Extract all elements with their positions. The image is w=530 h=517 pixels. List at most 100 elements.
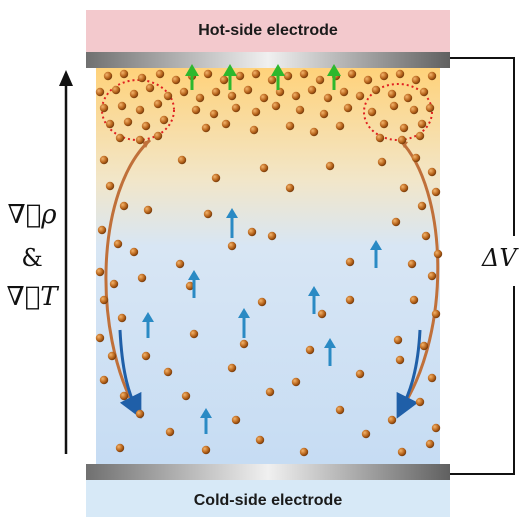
green-arrow-layer	[185, 64, 341, 90]
particle	[415, 397, 425, 407]
particle	[391, 217, 401, 227]
particle	[191, 105, 201, 115]
particle	[251, 107, 261, 117]
particle	[395, 69, 405, 79]
particle	[387, 415, 397, 425]
particle	[315, 75, 325, 85]
particle	[335, 405, 345, 415]
particle	[249, 125, 259, 135]
hot-metal-strip	[86, 52, 450, 68]
particle	[309, 127, 319, 137]
particle	[433, 249, 443, 259]
particle	[335, 121, 345, 131]
particle	[339, 87, 349, 97]
particle	[103, 71, 113, 81]
particle	[135, 105, 145, 115]
particle	[397, 135, 407, 145]
right-cluster-outline	[363, 83, 433, 141]
particle	[361, 429, 371, 439]
particle	[431, 309, 441, 319]
particle	[143, 205, 153, 215]
particle	[201, 123, 211, 133]
particle	[407, 259, 417, 269]
particle	[99, 295, 109, 305]
particle	[119, 69, 129, 79]
particle	[219, 75, 229, 85]
particle	[257, 297, 267, 307]
particle	[425, 439, 435, 449]
particle	[259, 93, 269, 103]
particle	[377, 157, 387, 167]
particle	[267, 75, 277, 85]
particle	[221, 119, 231, 129]
particle	[129, 89, 139, 99]
particle	[411, 75, 421, 85]
particle	[427, 71, 437, 81]
particle	[355, 369, 365, 379]
particle	[421, 231, 431, 241]
particle	[403, 93, 413, 103]
particle	[355, 91, 365, 101]
particle	[203, 69, 213, 79]
particle	[299, 69, 309, 79]
charge-transfer-arrowhead	[223, 64, 237, 76]
particle	[211, 173, 221, 183]
particle	[419, 87, 429, 97]
particle	[399, 123, 409, 133]
particle	[431, 423, 441, 433]
density-gradient-label: ∇⃗ρ	[7, 200, 57, 230]
particle	[141, 351, 151, 361]
voltage-label: ΔV	[482, 244, 517, 272]
particle	[295, 105, 305, 115]
particle	[285, 121, 295, 131]
particle	[185, 281, 195, 291]
particle	[211, 87, 221, 97]
particle	[427, 271, 437, 281]
particle	[235, 71, 245, 81]
particle	[113, 239, 123, 249]
particle	[251, 69, 261, 79]
particle	[427, 167, 437, 177]
particle	[265, 387, 275, 397]
particle	[409, 295, 419, 305]
particle	[135, 135, 145, 145]
left-circulation-arrow-tail	[118, 329, 142, 419]
particle	[117, 101, 127, 111]
particle	[129, 247, 139, 257]
charge-transfer-arrowhead	[185, 64, 199, 76]
ampersand-label: &	[21, 244, 43, 272]
particle	[399, 183, 409, 193]
particle	[415, 131, 425, 141]
particle	[393, 335, 403, 345]
particle	[387, 89, 397, 99]
particle	[115, 443, 125, 453]
blue-arrow-layer	[142, 208, 382, 434]
voltage-bracket-gap	[476, 236, 526, 286]
particle	[201, 445, 211, 455]
particle	[195, 93, 205, 103]
particle	[145, 83, 155, 93]
particle	[163, 367, 173, 377]
cold-metal-strip	[86, 464, 450, 480]
particle	[227, 91, 237, 101]
particle	[255, 435, 265, 445]
cell-body	[96, 68, 440, 464]
particle	[95, 87, 105, 97]
right-circulation-arrow	[398, 138, 440, 409]
particle	[267, 231, 277, 241]
particle	[105, 119, 115, 129]
particle	[427, 373, 437, 383]
particle	[95, 267, 105, 277]
particle	[153, 131, 163, 141]
heat-flux-arrowhead	[238, 308, 250, 318]
particle	[137, 273, 147, 283]
heat-flux-arrowhead	[188, 270, 200, 280]
cold-electrode	[86, 480, 450, 517]
particle	[271, 101, 281, 111]
particle	[137, 73, 147, 83]
heat-flux-arrowhead	[226, 208, 238, 218]
particle	[177, 155, 187, 165]
particle	[239, 339, 249, 349]
gradient-arrow-head	[59, 70, 73, 86]
